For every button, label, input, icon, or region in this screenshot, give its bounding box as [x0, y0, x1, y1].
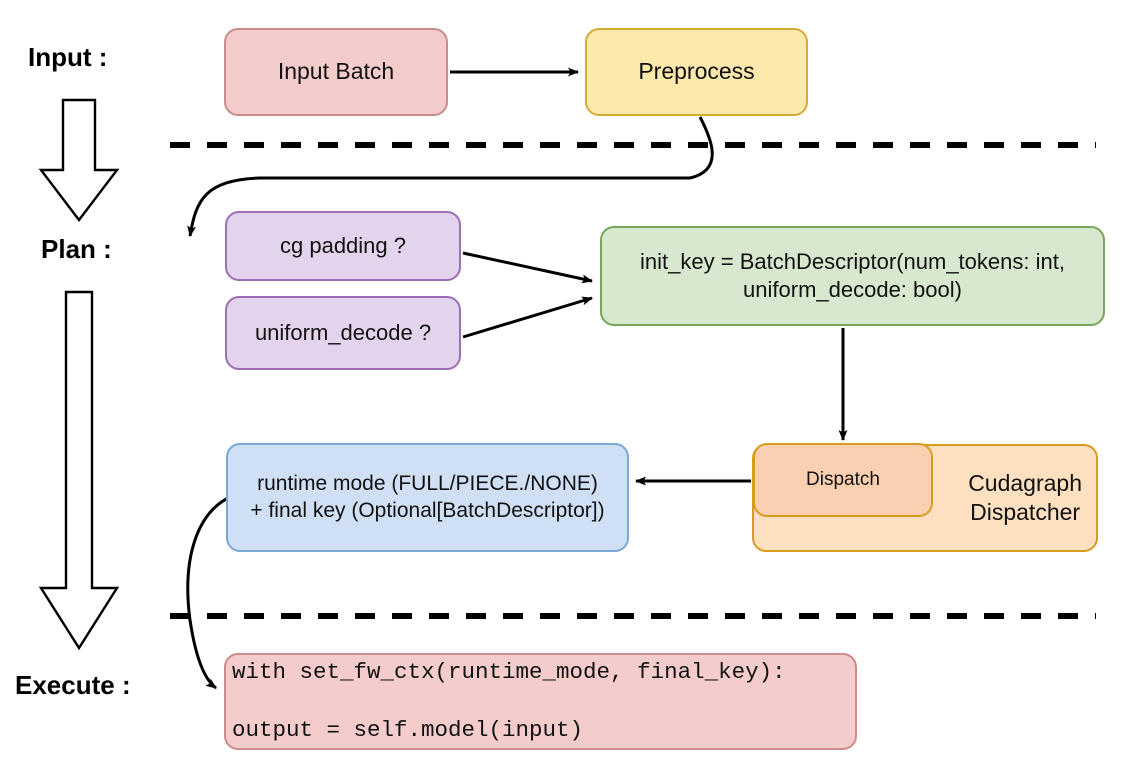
exec-code-line-1: with set_fw_ctx(runtime_mode, final_key)…	[232, 659, 786, 686]
exec-code-line-2: output = self.model(input)	[232, 716, 584, 743]
node-uniform-decode[interactable]: uniform_decode ?	[225, 296, 461, 370]
stage-label-input: Input :	[28, 42, 108, 72]
block-arrow-plan-to-execute	[38, 290, 120, 651]
node-dispatch[interactable]: Dispatch	[753, 443, 933, 517]
node-runtime-mode-and-final-key[interactable]: runtime mode (FULL/PIECE./NONE) + final …	[226, 443, 629, 552]
stage-label-execute: Execute :	[15, 670, 131, 700]
block-arrow-input-to-plan	[38, 98, 120, 222]
node-preprocess[interactable]: Preprocess	[585, 28, 808, 116]
edge-cg-padding-to-init-key	[462, 251, 593, 284]
node-init-key-batchdescriptor[interactable]: init_key = BatchDescriptor(num_tokens: i…	[600, 226, 1105, 326]
node-cg-padding[interactable]: cg padding ?	[225, 211, 461, 281]
node-execute-code-block[interactable]: with set_fw_ctx(runtime_mode, final_key)…	[224, 653, 857, 750]
stage-label-plan: Plan :	[41, 234, 112, 264]
node-input-batch[interactable]: Input Batch	[224, 28, 448, 116]
edge-uniform-decode-to-init-key	[462, 296, 593, 339]
